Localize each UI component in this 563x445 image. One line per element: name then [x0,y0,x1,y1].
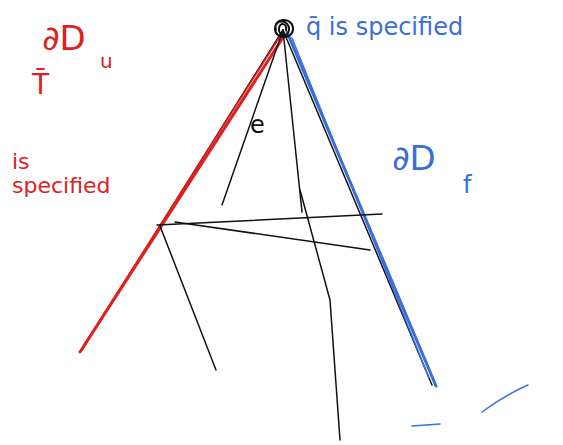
boundary-symbol: ∂D [392,140,436,177]
mesh-line [157,214,382,225]
boundary-symbol: ∂D [42,20,86,57]
mesh-line [300,190,340,440]
subscript: f [463,172,471,198]
mesh-line [175,222,370,250]
neumann-boundary [287,32,436,386]
mesh-line [160,226,216,370]
mesh-line [283,30,302,212]
variable-label: T̄ [32,70,49,101]
stray-stroke [482,385,528,412]
dirichlet-boundary [80,36,284,352]
mesh-line [222,30,283,205]
note: q̄ is specified [306,14,463,40]
corner-scribble [275,20,293,37]
boundary-line [82,30,283,350]
subscript: u [100,50,113,72]
element-label: e [250,112,265,138]
neumann-boundary [292,38,429,378]
stray-stroke [412,424,440,426]
note: is specified [12,150,107,198]
dirichlet-boundary [84,38,279,345]
